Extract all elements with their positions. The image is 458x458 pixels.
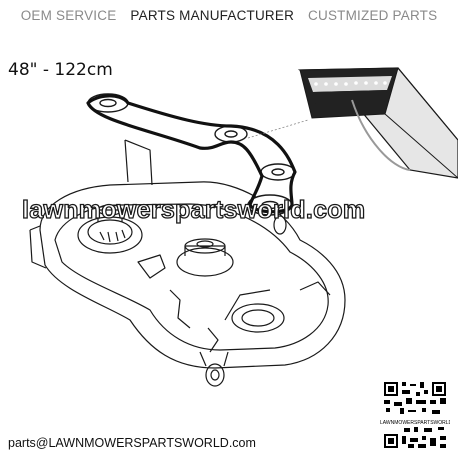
contact-email[interactable]: parts@LAWNMOWERSPARTSWORLD.com xyxy=(8,436,256,450)
mower-deck-outline xyxy=(39,181,346,369)
website-watermark: lawnmowerspartsworld.com xyxy=(21,195,366,224)
qr-code-icon xyxy=(382,380,448,450)
drive-belt xyxy=(86,94,297,214)
qr-code-caption: LAWNMOWERSPARTSWORLD xyxy=(380,419,450,427)
header-oem-service: OEM SERVICE xyxy=(20,7,117,23)
header-parts-manufacturer: PARTS MANUFACTURER xyxy=(130,7,295,23)
belt-cross-section xyxy=(297,67,458,179)
header-customized-parts: CUSTMIZED PARTS xyxy=(308,7,438,23)
deck-size-label: 48" - 122cm xyxy=(8,60,113,80)
header-bar: OEM SERVICE PARTS MANUFACTURER CUSTMIZED… xyxy=(0,0,458,30)
